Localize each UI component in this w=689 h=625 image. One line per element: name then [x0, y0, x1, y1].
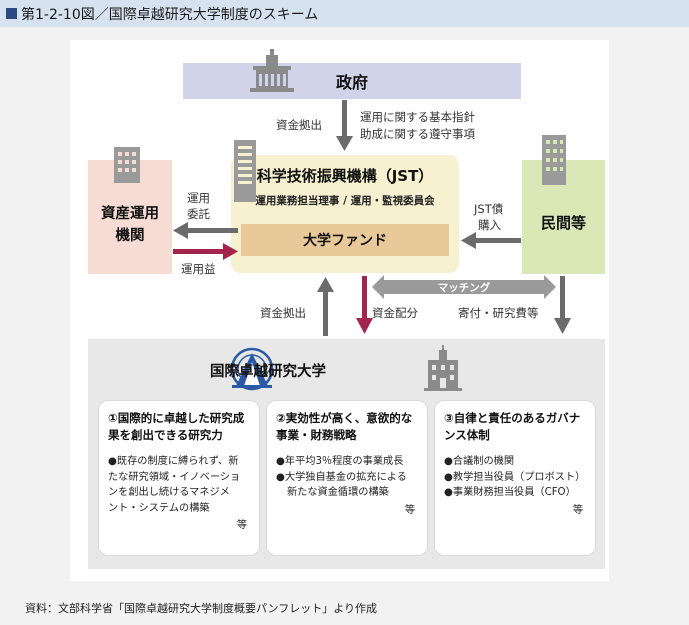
criteria-card-governance: ③自律と責任のあるガバナ ンス体制 ●合議制の機関 ●教学担当役員（プロボスト）…: [434, 400, 596, 556]
card-etc: 等: [572, 504, 583, 516]
fund-allocation-label: 資金配分: [372, 306, 418, 320]
card-title-line: ②実効性が高く、意欲的な: [276, 411, 413, 425]
entrust-label-2: 委託: [187, 207, 210, 221]
card-title-line: 事業・財務戦略: [276, 428, 357, 442]
card-item: ●大学独自基金の拡充による: [276, 471, 407, 483]
office-building-icon: [114, 147, 140, 183]
criteria-card-research: ①国際的に卓越した研究成 果を創出できる研究力 ●既存の制度に縛られず、新 たな…: [98, 400, 260, 556]
asset-management-label: 資産運用 機関: [88, 203, 172, 247]
university-logo-icon: [230, 347, 274, 391]
government-label: 政府: [335, 73, 368, 92]
gov-guideline-label-1: 運用に関する基本指針: [360, 110, 475, 124]
card-title-line: 果を創出できる研究力: [108, 428, 223, 442]
card-item: たな研究領域・イノベーショ: [108, 471, 241, 483]
card-item: ●教学担当役員（プロボスト）: [444, 471, 586, 483]
university-fund-label: 大学ファンド: [303, 233, 387, 249]
card-title: ②実効性が高く、意欲的な 事業・財務戦略: [276, 410, 421, 444]
univ-to-jst-arrow: [317, 277, 334, 336]
card-title-line: ンス体制: [444, 428, 490, 442]
card-etc: 等: [236, 520, 247, 531]
jst-subtitle: 運用業務担当理事 / 運用・監視委員会: [255, 195, 435, 207]
jst-to-univ-arrow: [356, 276, 373, 334]
criteria-card-strategy: ②実効性が高く、意欲的な 事業・財務戦略 ●年平均3％程度の事業成長 ●大学独自…: [266, 400, 428, 556]
asset-label-line2: 機関: [115, 228, 145, 244]
card-item: ●事業財務担当役員（CFO）: [444, 487, 576, 498]
card-title: ③自律と責任のあるガバナ ンス体制: [444, 410, 589, 444]
card-title: ①国際的に卓越した研究成 果を創出できる研究力: [108, 410, 253, 444]
private-to-univ-arrow: [554, 276, 571, 334]
gov-guideline-label-2: 助成に関する遵守事項: [360, 127, 475, 141]
card-item: 新たな資金循環の構築: [287, 487, 389, 498]
card-title-line: ③自律と責任のあるガバナ: [444, 411, 581, 425]
private-building-icon: [542, 135, 566, 185]
figure-title-bar: 第1-2-10図／国際卓越研究大学制度のスキーム: [0, 0, 689, 27]
asset-label-line1: 資産運用: [101, 206, 159, 222]
gov-funding-label: 資金拠出: [276, 118, 322, 132]
matching-label: マッチング: [437, 281, 491, 294]
figure-title: 第1-2-10図／国際卓越研究大学制度のスキーム: [21, 6, 319, 23]
title-square-icon: [6, 8, 17, 19]
asset-return-arrow: [173, 243, 238, 260]
card-title-line: ①国際的に卓越した研究成: [108, 411, 245, 425]
university-title: 国際卓越研究大学: [210, 364, 326, 380]
card-item: ンを創出し続けるマネジメ: [108, 487, 230, 498]
university-fund-box: 大学ファンド: [241, 224, 449, 256]
card-item: ●年平均3％程度の事業成長: [276, 456, 404, 467]
matching-arrow: [372, 275, 556, 299]
private-sector-label: 民間等: [540, 214, 586, 232]
card-etc: 等: [404, 504, 415, 516]
jst-bond-label-2: 購入: [478, 218, 501, 232]
jst-bond-label-1: JST債: [474, 202, 504, 216]
private-to-jst-arrow: [461, 232, 521, 249]
card-item: ント・システムの構築: [108, 502, 210, 514]
government-box: 政府: [183, 63, 521, 99]
entrust-label-1: 運用: [187, 191, 210, 205]
card-item: ●合議制の機関: [444, 456, 515, 467]
jst-box: 科学技術振興機構（JST） 運用業務担当理事 / 運用・監視委員会 大学ファンド: [231, 155, 459, 273]
donation-label: 寄付・研究費等: [458, 306, 539, 320]
gov-to-jst-arrow: [336, 100, 353, 151]
jst-building-icon: [234, 140, 256, 202]
source-note: 資料：文部科学省「国際卓越研究大学制度概要パンフレット」より作成: [25, 602, 377, 615]
univ-funding-label: 資金拠出: [260, 306, 306, 320]
jst-title: 科学技術振興機構（JST）: [256, 167, 434, 185]
jst-to-asset-arrow: [173, 222, 238, 239]
card-item: ●既存の制度に縛られず、新: [108, 456, 239, 467]
return-label: 運用益: [181, 262, 216, 276]
